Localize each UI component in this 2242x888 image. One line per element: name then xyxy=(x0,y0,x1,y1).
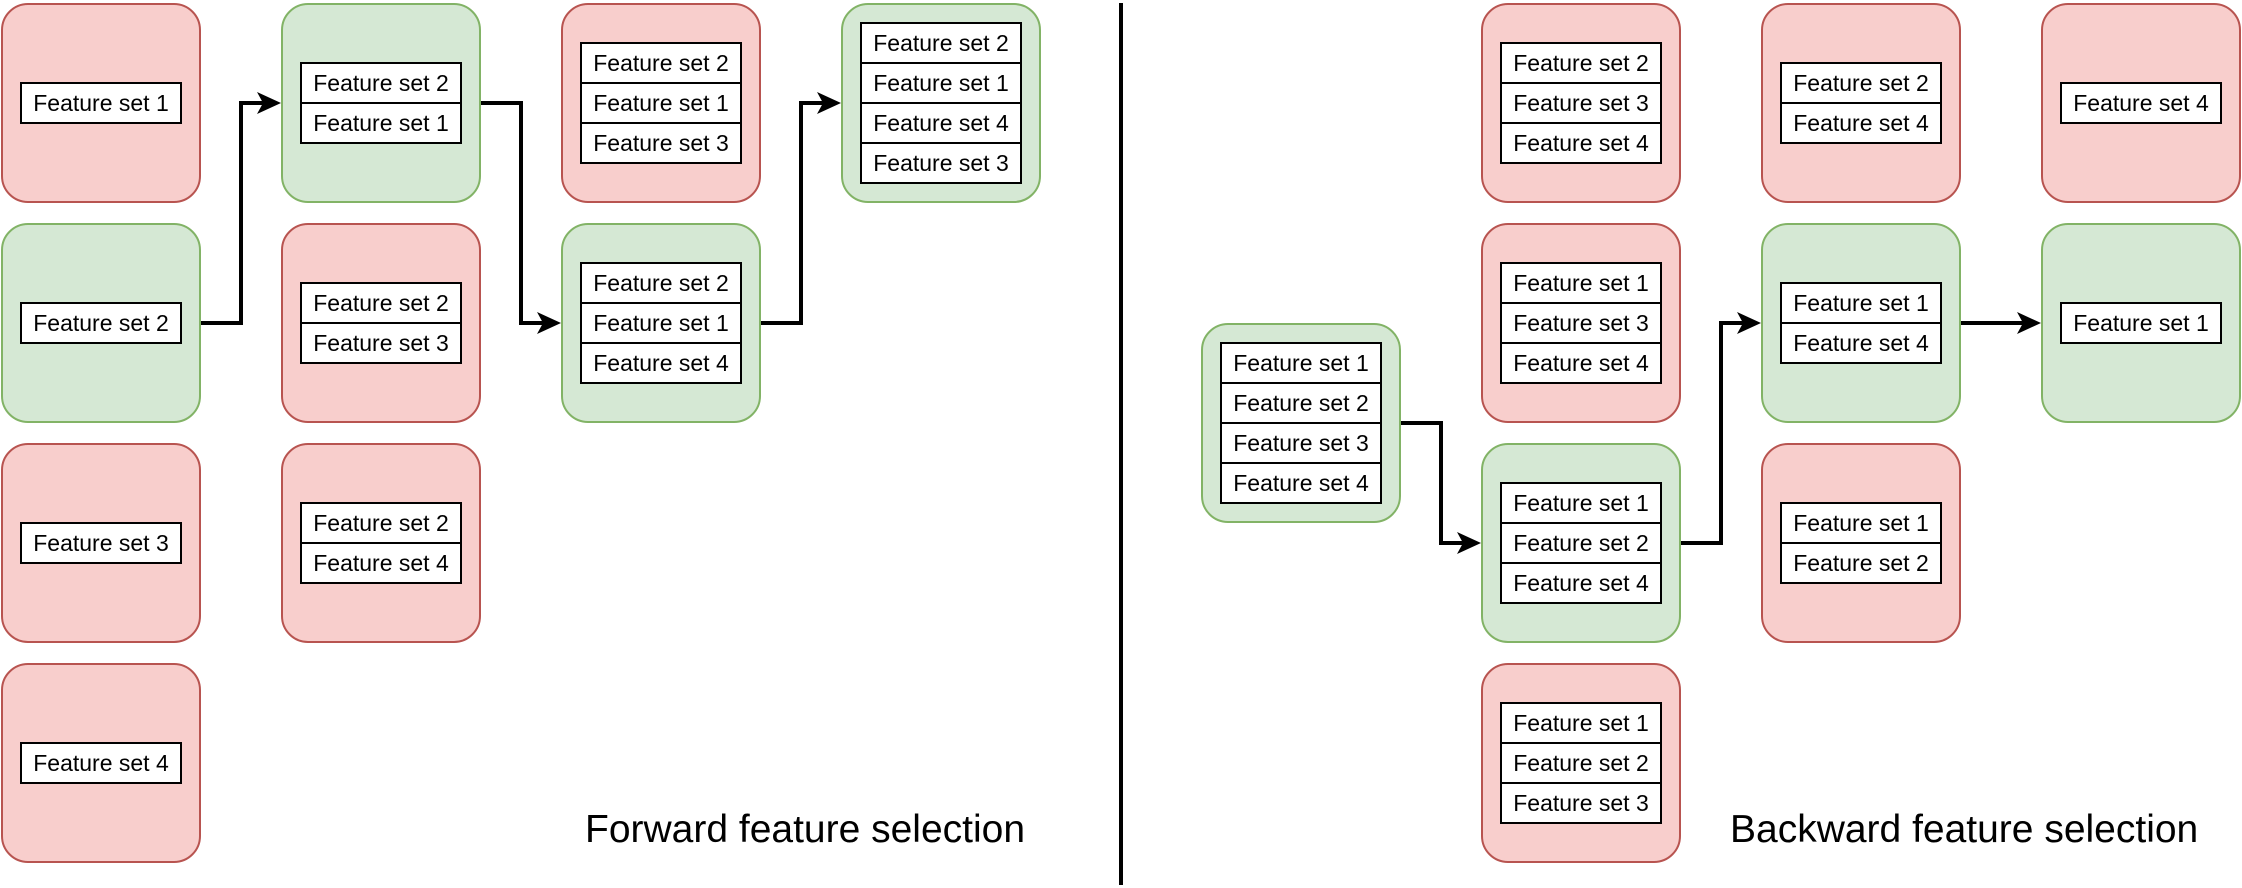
forward-node-f21: Feature set 2 Feature set 1 xyxy=(281,3,481,203)
feature-set-list: Feature set 3 xyxy=(20,522,182,564)
feature-set-item: Feature set 1 xyxy=(1513,269,1649,296)
feature-set-item: Feature set 4 xyxy=(2073,89,2209,116)
feature-set-item: Feature set 2 xyxy=(313,69,449,96)
feature-set-item: Feature set 1 xyxy=(302,102,460,142)
backward-node-b14: Feature set 1 Feature set 4 xyxy=(1761,223,1961,423)
feature-set-item: Feature set 2 xyxy=(1782,542,1940,582)
backward-node-b4: Feature set 4 xyxy=(2041,3,2241,203)
connector-b1234-b124 xyxy=(1401,421,1463,545)
feature-set-item: Feature set 1 xyxy=(582,302,740,342)
feature-set-item: Feature set 4 xyxy=(33,749,169,776)
feature-set-list: Feature set 2 xyxy=(20,302,182,344)
feature-set-item: Feature set 3 xyxy=(1222,422,1380,462)
feature-set-item: Feature set 2 xyxy=(1793,69,1929,96)
feature-set-item: Feature set 4 xyxy=(1782,322,1940,362)
feature-set-item: Feature set 2 xyxy=(1502,522,1660,562)
feature-set-item: Feature set 3 xyxy=(1502,302,1660,342)
forward-node-f2: Feature set 2 xyxy=(1,223,201,423)
feature-set-item: Feature set 4 xyxy=(1502,562,1660,602)
connector-b124-b14 xyxy=(1681,321,1743,545)
feature-set-item: Feature set 3 xyxy=(1502,82,1660,122)
feature-set-item: Feature set 2 xyxy=(33,309,169,336)
connector-f214-f2143 xyxy=(761,101,823,325)
forward-node-f1: Feature set 1 xyxy=(1,3,201,203)
feature-set-item: Feature set 2 xyxy=(873,29,1009,56)
feature-set-item: Feature set 3 xyxy=(862,142,1020,182)
arrowhead-icon xyxy=(537,312,561,334)
arrowhead-icon xyxy=(817,92,841,114)
backward-node-b1: Feature set 1 xyxy=(2041,223,2241,423)
feature-set-item: Feature set 1 xyxy=(1513,709,1649,736)
forward-node-f4: Feature set 4 xyxy=(1,663,201,863)
backward-caption: Backward feature selection xyxy=(1730,808,2199,851)
feature-set-item: Feature set 1 xyxy=(1793,509,1929,536)
feature-set-list: Feature set 1 Feature set 4 xyxy=(1780,282,1942,364)
feature-set-item: Feature set 4 xyxy=(302,542,460,582)
feature-set-list: Feature set 1 Feature set 2 xyxy=(1780,502,1942,584)
feature-set-item: Feature set 1 xyxy=(2073,309,2209,336)
feature-set-item: Feature set 2 xyxy=(313,289,449,316)
forward-node-f3: Feature set 3 xyxy=(1,443,201,643)
arrowhead-icon xyxy=(2017,312,2041,334)
feature-set-item: Feature set 4 xyxy=(1502,342,1660,382)
feature-set-item: Feature set 1 xyxy=(1513,489,1649,516)
feature-set-list: Feature set 4 xyxy=(20,742,182,784)
feature-set-list: Feature set 2 Feature set 3 xyxy=(300,282,462,364)
feature-set-item: Feature set 2 xyxy=(593,269,729,296)
feature-set-list: Feature set 1 xyxy=(20,82,182,124)
feature-set-list: Feature set 1 xyxy=(2060,302,2222,344)
feature-set-item: Feature set 4 xyxy=(862,102,1020,142)
arrowhead-icon xyxy=(257,92,281,114)
forward-caption: Forward feature selection xyxy=(585,808,1026,851)
feature-set-list: Feature set 2 Feature set 1 xyxy=(300,62,462,144)
feature-set-item: Feature set 1 xyxy=(33,89,169,116)
backward-node-b24: Feature set 2 Feature set 4 xyxy=(1761,3,1961,203)
feature-set-item: Feature set 4 xyxy=(1782,102,1940,142)
feature-set-item: Feature set 2 xyxy=(1222,382,1380,422)
feature-set-list: Feature set 4 xyxy=(2060,82,2222,124)
feature-set-item: Feature set 1 xyxy=(862,62,1020,102)
feature-set-item: Feature set 1 xyxy=(1233,349,1369,376)
feature-set-item: Feature set 4 xyxy=(1222,462,1380,502)
feature-set-item: Feature set 4 xyxy=(1502,122,1660,162)
feature-set-item: Feature set 1 xyxy=(582,82,740,122)
backward-node-b12: Feature set 1 Feature set 2 xyxy=(1761,443,1961,643)
forward-node-f24: Feature set 2 Feature set 4 xyxy=(281,443,481,643)
connector-f21-f214 xyxy=(481,101,543,325)
forward-node-f23: Feature set 2 Feature set 3 xyxy=(281,223,481,423)
feature-set-item: Feature set 2 xyxy=(593,49,729,76)
feature-set-item: Feature set 2 xyxy=(1502,742,1660,782)
arrowhead-icon xyxy=(1737,312,1761,334)
feature-set-item: Feature set 3 xyxy=(1502,782,1660,822)
feature-set-list: Feature set 2 Feature set 4 xyxy=(1780,62,1942,144)
feature-set-item: Feature set 1 xyxy=(1793,289,1929,316)
feature-set-item: Feature set 2 xyxy=(1513,49,1649,76)
feature-set-item: Feature set 4 xyxy=(582,342,740,382)
feature-set-list: Feature set 2 Feature set 4 xyxy=(300,502,462,584)
feature-set-item: Feature set 3 xyxy=(302,322,460,362)
feature-set-item: Feature set 3 xyxy=(33,529,169,556)
connector-f2-f21 xyxy=(201,101,263,325)
arrowhead-icon xyxy=(1457,532,1481,554)
feature-set-item: Feature set 3 xyxy=(582,122,740,162)
feature-set-item: Feature set 2 xyxy=(313,509,449,536)
